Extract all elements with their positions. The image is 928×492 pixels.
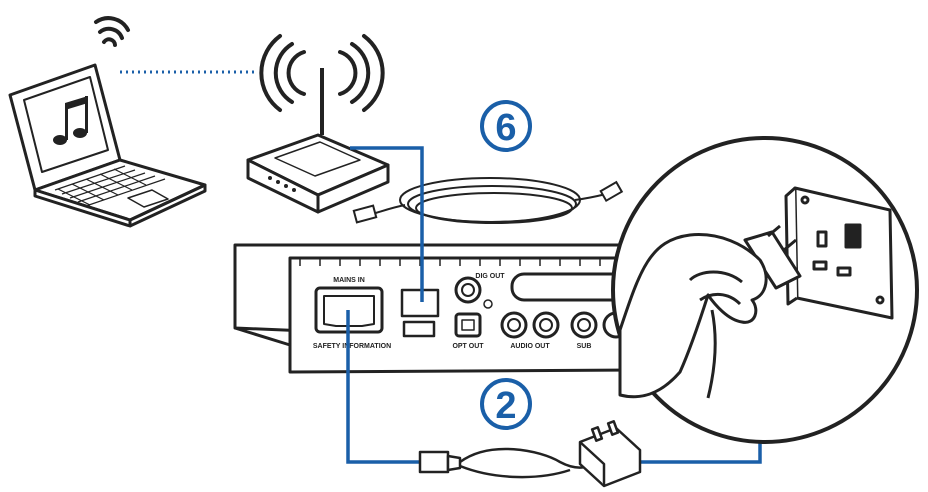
step-2-marker: 2 bbox=[480, 378, 532, 430]
network-port bbox=[400, 288, 440, 318]
wall-socket-detail bbox=[611, 136, 919, 444]
music-note-icon bbox=[53, 96, 88, 145]
usb-port bbox=[402, 320, 436, 338]
wifi-icon bbox=[94, 16, 130, 47]
step-6-label: 6 bbox=[495, 107, 516, 149]
power-connection bbox=[346, 310, 420, 464]
ethernet-cable-icon bbox=[352, 177, 624, 224]
uk-plug-icon bbox=[578, 420, 642, 488]
dig-out-label: DIG OUT bbox=[475, 273, 505, 280]
power-cable-icon bbox=[418, 447, 601, 479]
step-6-marker: 6 bbox=[480, 100, 532, 152]
laptop-icon bbox=[8, 63, 207, 228]
opt-out-label: OPT OUT bbox=[452, 343, 484, 350]
safety-label: SAFETY INFORMATION bbox=[313, 343, 391, 350]
hand-with-plug bbox=[618, 224, 802, 399]
step-2-label: 2 bbox=[495, 385, 516, 427]
router-icon bbox=[246, 34, 390, 214]
audio-out-label: AUDIO OUT bbox=[510, 343, 550, 350]
mains-in-label: MAINS IN bbox=[333, 277, 365, 284]
sub-label: SUB bbox=[577, 343, 592, 350]
connection-lines bbox=[346, 146, 762, 464]
wall-socket-icon bbox=[784, 186, 894, 320]
network-connection bbox=[350, 146, 424, 302]
device-rear-panel bbox=[233, 243, 642, 374]
